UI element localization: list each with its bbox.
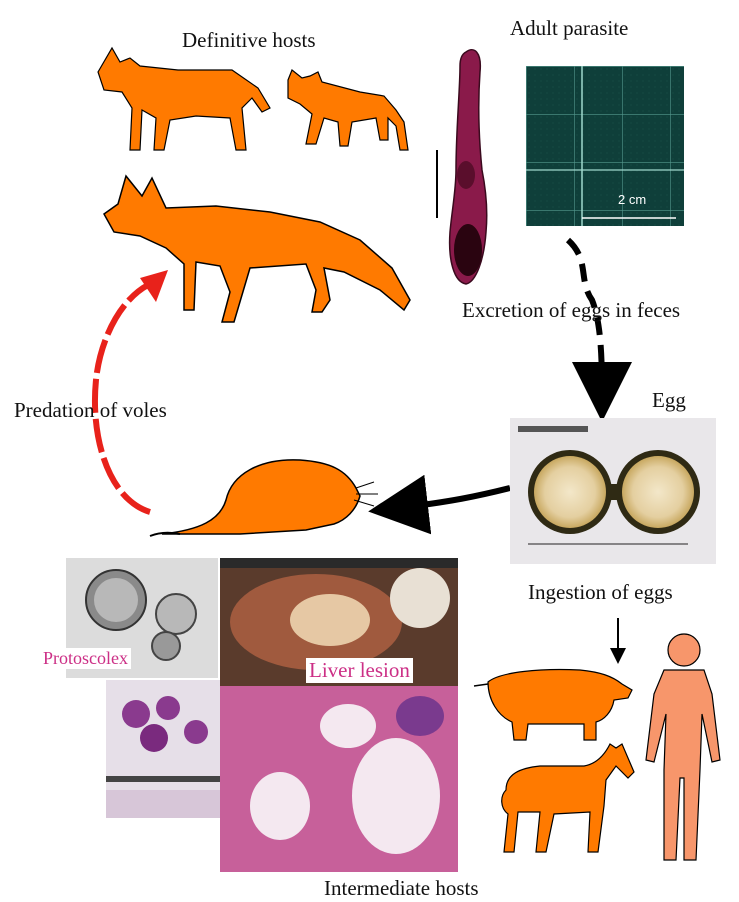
adult-parasite-photo: 2 cm [526, 66, 684, 226]
horse-silhouette-icon [502, 744, 634, 852]
scale-bar-label: 2 cm [618, 192, 646, 207]
ingestion-label: Ingestion of eggs [528, 580, 673, 605]
histology-photo-small [106, 680, 220, 818]
predation-label: Predation of voles [14, 398, 167, 423]
adult-parasite-label: Adult parasite [510, 16, 628, 41]
egg-photo [510, 418, 716, 564]
definitive-hosts-label: Definitive hosts [182, 28, 316, 53]
fox-silhouette-icon [104, 176, 410, 322]
histology-photo-large [220, 686, 458, 872]
protoscolex-label: Protoscolex [40, 648, 131, 669]
human-silhouette-icon [646, 634, 720, 860]
vole-silhouette-icon [150, 460, 378, 536]
liver-lesion-label: Liver lesion [306, 658, 413, 683]
pig-silhouette-icon [474, 670, 632, 741]
egg-label: Egg [652, 388, 686, 413]
arrow-to-vole [398, 488, 510, 508]
excretion-label: Excretion of eggs in feces [462, 298, 680, 323]
adult-parasite-worm [437, 50, 487, 284]
intermediate-hosts-label: Intermediate hosts [324, 876, 479, 901]
cat-silhouette-icon [288, 70, 408, 150]
dog-silhouette-icon [98, 48, 270, 150]
